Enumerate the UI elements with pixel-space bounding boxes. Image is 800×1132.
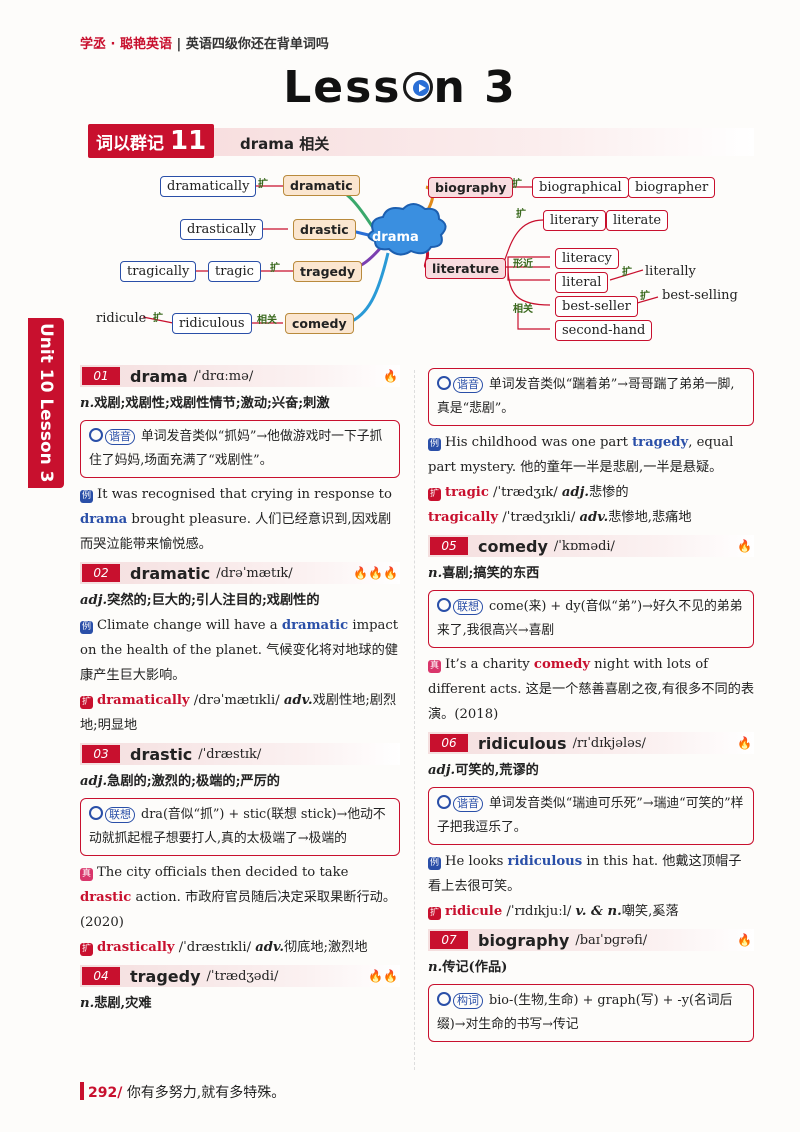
node-best-selling: best-selling — [662, 288, 738, 303]
column-divider — [414, 370, 415, 1070]
memo-icon — [437, 598, 451, 612]
fire-icon: 🔥 — [383, 368, 398, 383]
node-drama-center: drama — [372, 230, 419, 245]
node-tragedy: tragedy — [293, 261, 363, 282]
phonetic: /ˈdrɑːmə/ — [193, 368, 254, 384]
node-ridiculous: ridiculous — [172, 313, 252, 334]
node-dramatically: dramatically — [160, 176, 257, 197]
section-title: drama 相关 — [240, 135, 330, 153]
node-literacy: literacy — [555, 248, 619, 269]
node-second-hand: second-hand — [555, 320, 653, 341]
memo-icon — [89, 428, 103, 442]
node-best-seller: best-seller — [555, 296, 638, 317]
center-cloud — [367, 203, 447, 256]
node-ridicule: ridicule — [96, 311, 147, 326]
slogan: 你有多努力,就有多特殊。 — [126, 1085, 286, 1101]
entry-header-tragedy: 04 tragedy /ˈtrædʒədi/ 🔥🔥 — [80, 965, 400, 987]
node-biographer: biographer — [628, 177, 716, 198]
node-dramatic: dramatic — [283, 175, 360, 196]
entry-header-comedy: 05 comedy /ˈkɒmədi/ 🔥 — [428, 535, 754, 557]
derivative: tragically /ˈtrædʒɪkli/ adv.悲惨地,悲痛地 — [428, 510, 692, 525]
entry-header-drama: 01 drama /ˈdrɑːmə/ 🔥 — [80, 365, 400, 387]
entry-header-drastic: 03 drastic /ˈdræstɪk/ — [80, 743, 400, 765]
mindmap-lines — [142, 183, 659, 330]
branch-comedy — [347, 252, 390, 325]
tag-xingjin: 形近 — [513, 259, 533, 270]
memo-icon — [437, 376, 451, 390]
headword: drama — [130, 366, 188, 386]
node-drastically: drastically — [180, 219, 264, 240]
series-name: 英语四级你还在背单词吗 — [185, 37, 329, 52]
play-icon[interactable] — [402, 72, 433, 102]
header: 学丞 · 聪艳英语 | 英语四级你还在背单词吗 — [80, 37, 329, 52]
tag-xiangguan: 相关 — [257, 315, 277, 326]
fire-icon: 🔥 — [737, 932, 752, 947]
left-column: 01 drama /ˈdrɑːmə/ 🔥 n.戏剧;戏剧性;戏剧性情节;激动;兴… — [80, 360, 400, 1016]
entry-header-biography: 07 biography /baɪˈɒɡrəfi/ 🔥 — [428, 929, 754, 951]
tip-box: 谐音单词发音类似“抓妈”→他做游戏时一下子抓住了妈妈,场面充满了“戏剧性”。 — [80, 420, 400, 478]
entry-header-ridiculous: 06 ridiculous /rɪˈdɪkjələs/ 🔥 — [428, 732, 754, 754]
tip-box: 谐音单词发音类似“踹着弟”→哥哥踹了弟弟一脚,真是“悲剧”。 — [428, 368, 754, 426]
memo-icon — [437, 992, 451, 1006]
memo-icon — [437, 795, 451, 809]
memo-icon — [89, 806, 103, 820]
fire-icon: 🔥 — [737, 538, 752, 553]
fire-icon: 🔥🔥 — [368, 968, 398, 983]
node-literate: literate — [606, 210, 669, 231]
node-literal: literal — [555, 272, 609, 293]
node-tragically: tragically — [120, 261, 197, 282]
node-tragic: tragic — [208, 261, 261, 282]
brand-name: 学丞 · 聪艳英语 — [80, 37, 172, 52]
side-tab[interactable]: Unit 10 Lesson 3 — [28, 318, 64, 488]
node-literary: literary — [543, 210, 606, 231]
tip-box: 谐音单词发音类似“瑞迪可乐死”→瑞迪“可笑的”样子把我逗乐了。 — [428, 787, 754, 845]
node-drastic: drastic — [293, 219, 356, 240]
node-literally: literally — [645, 264, 696, 279]
fire-icon: 🔥🔥🔥 — [353, 565, 398, 580]
fire-icon: 🔥 — [737, 735, 752, 750]
node-biography: biography — [428, 177, 514, 198]
node-literature: literature — [425, 258, 507, 279]
tag-kuo: 扩 — [258, 179, 268, 190]
node-biographical: biographical — [532, 177, 629, 198]
node-comedy: comedy — [285, 313, 354, 334]
footer: 292/ 你有多努力,就有多特殊。 — [80, 1082, 285, 1102]
page-number: 292 — [88, 1085, 118, 1101]
entry-header-dramatic: 02 dramatic /drəˈmætɪk/ 🔥🔥🔥 — [80, 562, 400, 584]
